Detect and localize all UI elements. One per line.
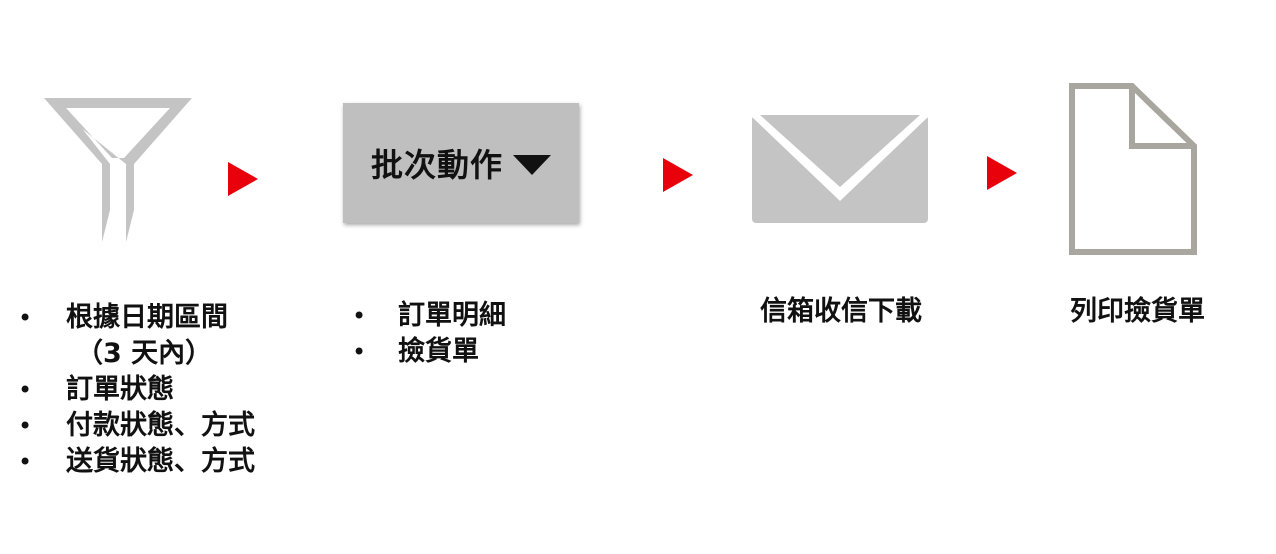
- list-item: 付款狀態、方式: [18, 408, 338, 444]
- document-icon: [1069, 83, 1197, 255]
- list-item: 撿貨單: [352, 334, 592, 370]
- funnel-icon: [44, 98, 192, 242]
- mail-caption: 信箱收信下載: [760, 296, 922, 327]
- flow-arrow-2: [663, 158, 693, 192]
- list-item: 送貨狀態、方式: [18, 444, 338, 480]
- envelope-icon: [752, 115, 928, 223]
- list-item-continuation: （3 天內）: [76, 338, 213, 369]
- flow-arrow-3: [987, 156, 1017, 190]
- flow-arrow-1: [228, 162, 258, 196]
- batch-action-label: 批次動作: [370, 146, 503, 184]
- print-caption: 列印撿貨單: [1070, 296, 1205, 327]
- batch-options-list: 訂單明細 撿貨單: [352, 298, 592, 370]
- caret-down-icon: [513, 155, 551, 175]
- list-item: 訂單狀態: [18, 372, 338, 408]
- filter-criteria-list: 根據日期區間 （3 天內） 訂單狀態 付款狀態、方式 送貨狀態、方式: [18, 300, 338, 480]
- list-item: 訂單明細: [352, 298, 592, 334]
- batch-action-button[interactable]: 批次動作: [343, 103, 579, 223]
- list-item: 根據日期區間: [18, 300, 338, 336]
